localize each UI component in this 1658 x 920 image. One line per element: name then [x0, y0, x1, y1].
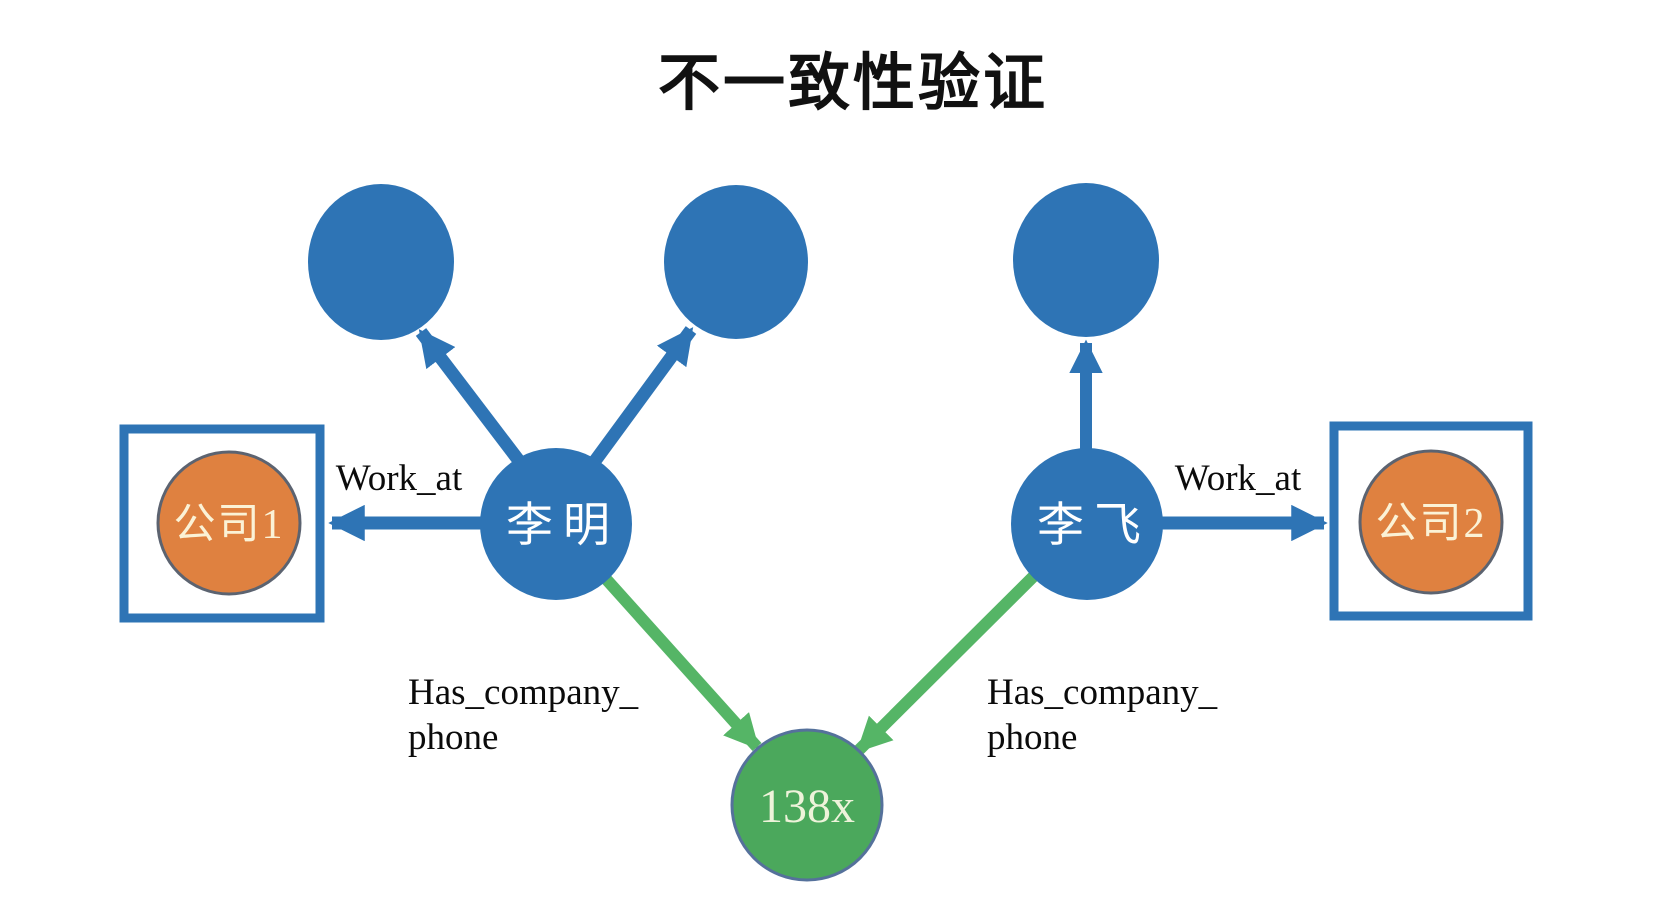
node-li-ming-label: 李明 — [506, 500, 620, 552]
node-phone — [730, 728, 884, 882]
edge-label-work-at-left: Work_at — [336, 458, 463, 499]
edge-has-company-phone-left — [575, 545, 762, 752]
edge-label-has-company-phone-right-line1: Has_company_ — [987, 672, 1218, 713]
edge-label-has-company-phone-left-line2: phone — [408, 717, 498, 758]
node-li-fei — [1011, 448, 1163, 600]
node-company2 — [1358, 449, 1504, 595]
diagram-title: 不一致性验证 — [658, 49, 1048, 118]
edge-label-has-company-phone-left-line1: Has_company_ — [408, 672, 639, 713]
node-company1-label: 公司1 — [173, 502, 284, 548]
edge-has-company-phone-right — [854, 545, 1065, 755]
node-company2-label: 公司2 — [1375, 501, 1486, 547]
node-entity-top-mid — [664, 185, 808, 339]
node-li-ming — [480, 448, 632, 600]
edge-label-has-company-phone-right-line2: phone — [987, 717, 1077, 758]
node-entity-top-right — [1013, 183, 1159, 337]
node-phone-label: 138x — [759, 780, 855, 833]
node-li-fei-label: 李飞 — [1037, 500, 1151, 552]
node-entity-top-left — [308, 184, 454, 340]
node-company1 — [156, 450, 302, 596]
edge-label-work-at-right: Work_at — [1175, 458, 1302, 499]
